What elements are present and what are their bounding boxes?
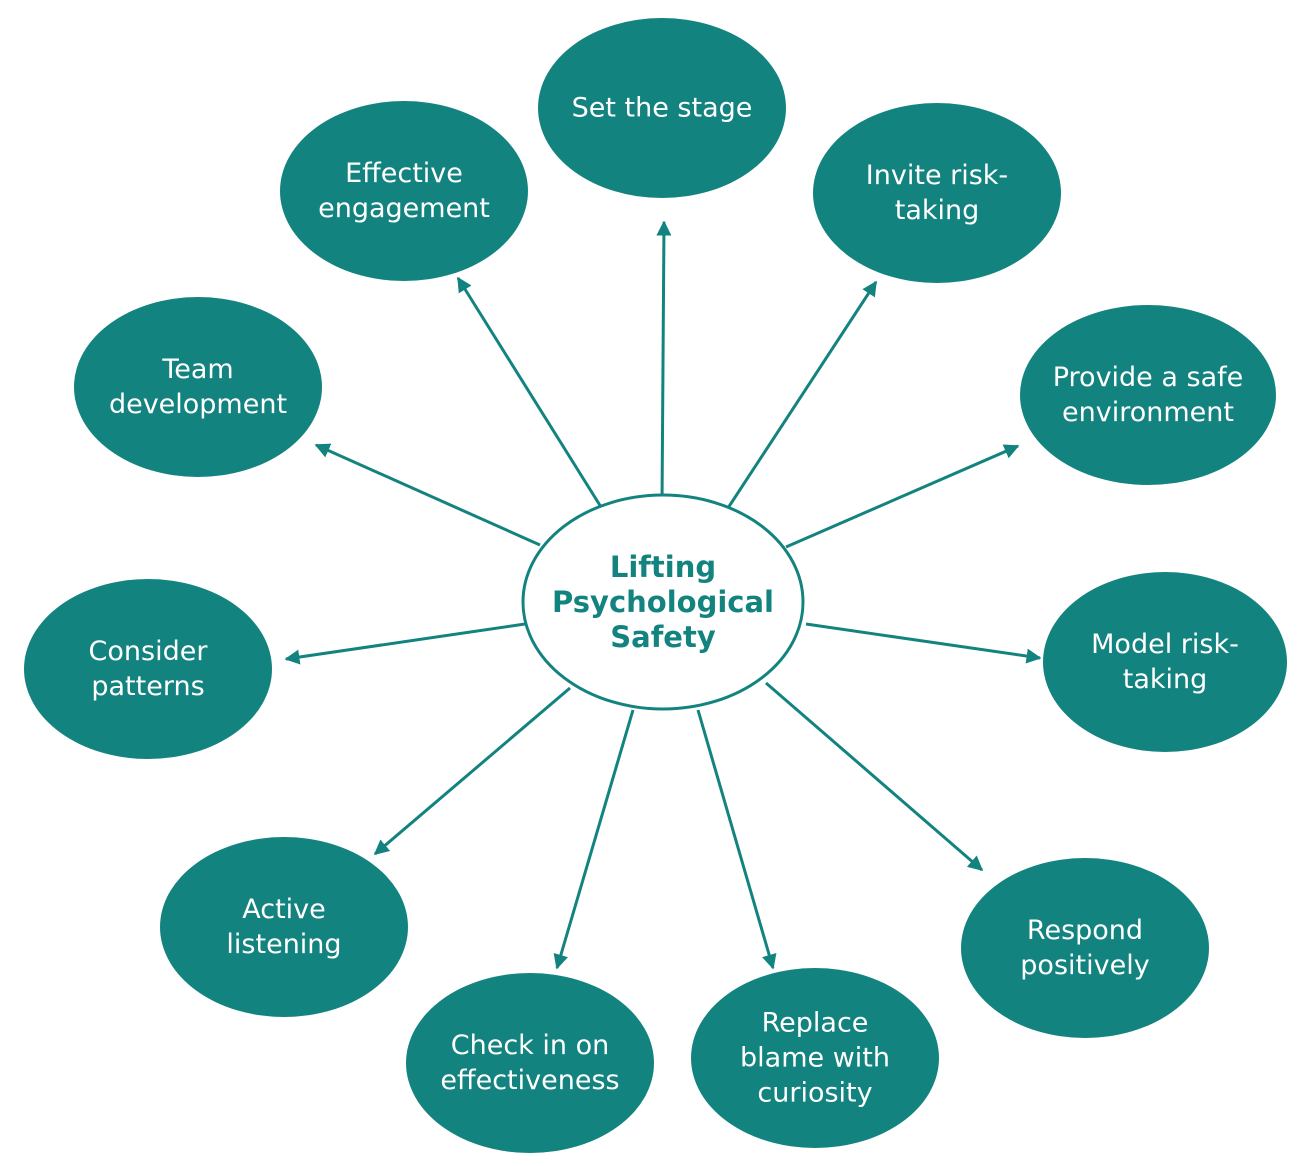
node-effective-engagement-line-1: Effective xyxy=(345,158,463,189)
arrow-to-active-listening xyxy=(373,686,571,856)
node-check-in-on-effectiveness: Check in on effectiveness xyxy=(406,973,654,1153)
node-effective-engagement-ellipse xyxy=(280,101,528,281)
node-respond-positively-line-1: Respond xyxy=(1027,915,1143,946)
node-respond-positively-ellipse xyxy=(961,858,1209,1038)
node-respond-positively-line-2: positively xyxy=(1020,950,1149,981)
node-replace-blame-with-curiosity-line-3: curiosity xyxy=(757,1078,872,1109)
node-model-risk-taking: Model risk-taking xyxy=(1043,572,1287,752)
arrow-to-replace-blame-with-curiosity xyxy=(696,709,777,970)
arrow-to-check-in-on-effectiveness xyxy=(553,709,635,970)
node-invite-risk-taking: Invite risk-taking xyxy=(813,103,1061,283)
node-provide-a-safe-environment-ellipse xyxy=(1020,305,1276,485)
node-consider-patterns-ellipse xyxy=(24,579,272,759)
node-replace-blame-with-curiosity-ellipse xyxy=(691,968,939,1148)
arrows-layer xyxy=(284,220,1042,970)
node-active-listening-line-1: Active xyxy=(242,894,326,925)
node-replace-blame-with-curiosity-line-1: Replace xyxy=(762,1008,869,1039)
node-set-the-stage-ellipse xyxy=(538,18,786,198)
arrow-to-set-the-stage xyxy=(656,220,672,506)
node-check-in-on-effectiveness-line-2: effectiveness xyxy=(440,1065,619,1096)
arrow-to-invite-risk-taking xyxy=(726,280,878,509)
arrow-to-effective-engagement xyxy=(456,276,603,508)
arrow-to-provide-a-safe-environment xyxy=(785,444,1020,549)
node-provide-a-safe-environment-line-2: environment xyxy=(1062,397,1234,428)
node-active-listening-line-2: listening xyxy=(226,929,341,960)
node-check-in-on-effectiveness-ellipse xyxy=(406,973,654,1153)
arrow-to-model-risk-taking xyxy=(805,622,1042,664)
arrow-to-respond-positively xyxy=(765,681,984,872)
node-team-development: Team development xyxy=(74,297,322,477)
node-invite-risk-taking-line-2: taking xyxy=(895,195,980,226)
node-model-risk-taking-line-2: taking xyxy=(1123,664,1208,695)
node-active-listening-ellipse xyxy=(160,837,408,1017)
center-title-line-2: Psychological xyxy=(552,585,774,619)
node-provide-a-safe-environment-line-1: Provide a safe xyxy=(1053,362,1244,393)
node-consider-patterns-line-1: Consider xyxy=(89,636,209,667)
node-consider-patterns-line-2: patterns xyxy=(91,671,204,702)
node-effective-engagement: Effective engagement xyxy=(280,101,528,281)
node-invite-risk-taking-ellipse xyxy=(813,103,1061,283)
node-model-risk-taking-ellipse xyxy=(1043,572,1287,752)
node-team-development-ellipse xyxy=(74,297,322,477)
node-model-risk-taking-line-1: Model risk- xyxy=(1091,629,1239,660)
node-active-listening: Active listening xyxy=(160,837,408,1017)
node-invite-risk-taking-line-1: Invite risk- xyxy=(866,160,1008,191)
node-team-development-line-1: Team xyxy=(161,354,233,385)
arrow-to-team-development xyxy=(314,443,541,547)
node-set-the-stage-line-1: Set the stage xyxy=(572,93,753,124)
node-check-in-on-effectiveness-line-1: Check in on xyxy=(451,1030,609,1061)
node-replace-blame-with-curiosity: Replace blame with curiosity xyxy=(691,968,939,1148)
node-team-development-line-2: development xyxy=(109,389,287,420)
node-replace-blame-with-curiosity-line-2: blame with xyxy=(740,1043,890,1074)
node-set-the-stage: Set the stage xyxy=(538,18,786,198)
node-effective-engagement-line-2: engagement xyxy=(318,193,490,224)
node-consider-patterns: Consider patterns xyxy=(24,579,272,759)
center-title-line-1: Lifting xyxy=(610,550,716,584)
node-respond-positively: Respond positively xyxy=(961,858,1209,1038)
node-provide-a-safe-environment: Provide a safe environment xyxy=(1020,305,1276,485)
arrow-to-consider-patterns xyxy=(284,622,526,665)
center-title-line-3: Safety xyxy=(610,620,716,654)
center-ellipse xyxy=(521,493,805,711)
